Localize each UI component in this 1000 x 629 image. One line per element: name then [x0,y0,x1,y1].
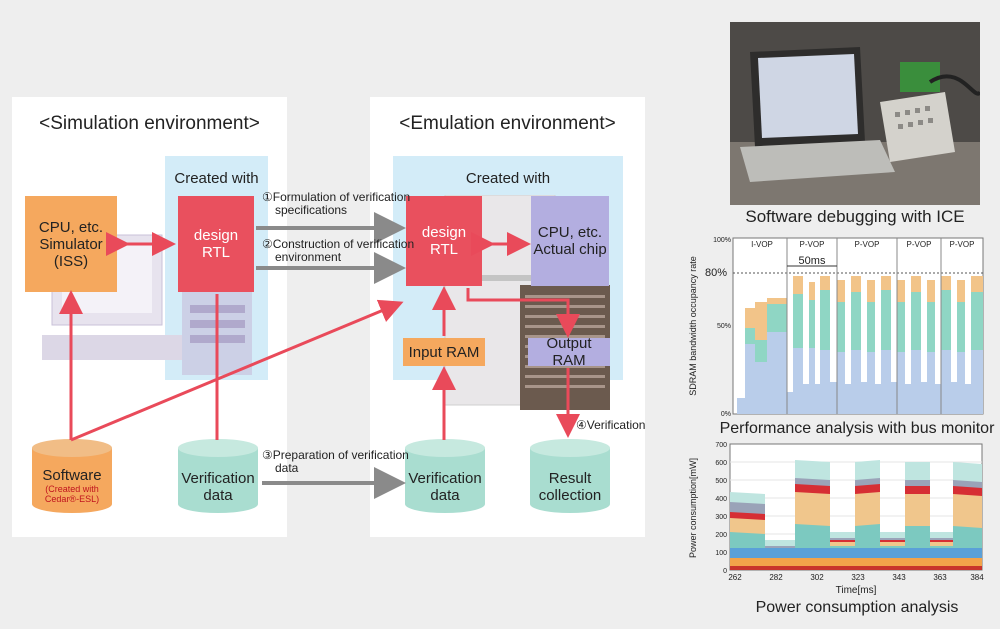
sim-created-with-label: Created with [174,170,259,187]
step3-line-2: data [275,461,299,475]
output-ram-box: Output RAM [528,335,610,369]
power-ytick-500: 500 [715,478,727,485]
emu-created-with-label: Created with [465,170,551,187]
software-to-emu-arrow [70,299,404,442]
photo-caption: Software debugging with ICE [745,207,965,226]
bus-monitor-chart: 50ms 80% 100% 50% 0% I-VOP P-VOP P-VOP P… [688,237,984,418]
power-ytick-400: 400 [715,496,727,503]
bus-chart-fills [733,276,983,414]
emulation-title: <Emulation environment> [399,113,616,134]
bus-50ms-annotation: 50ms [799,255,826,267]
result-collection-cylinder [530,439,610,513]
bus-segment-label-5: P-VOP [950,240,975,249]
cpu-chip-line-2: Actual chip [533,241,607,258]
power-xtick-363: 363 [933,573,947,582]
power-ytick-100: 100 [715,550,727,557]
power-ytick-700: 700 [715,442,727,449]
cpu-simulator-box: CPU, etc. Simulator (ISS) [25,196,117,292]
bus-chart-caption: Performance analysis with bus monitor [719,420,995,437]
software-note-2: Cedar®-ESL) [44,494,100,504]
bus-y-axis-label: SDRAM bandwidth occupancy rate [688,256,698,396]
power-xtick-384: 384 [970,573,984,582]
step3-label: ③Preparation of verification data [262,449,409,475]
rtl-to-output-ram-arrow [466,288,580,338]
cpu-sim-line-1: CPU, etc. [38,218,104,236]
power-xtick-323: 323 [851,573,865,582]
emu-verification-data-cylinder [405,439,485,513]
sim-verification-data-cylinder [178,439,258,513]
sim-verification-line-2: data [203,487,233,504]
step1-line-1: ①Formulation of verification [262,190,411,204]
power-xtick-262: 262 [728,573,742,582]
result-line-2: collection [538,487,602,504]
emu-design-rtl-box: design RTL [406,196,482,286]
emu-rtl-line-1: design [421,224,467,241]
emu-rtl-line-2: RTL [429,241,459,258]
power-stacked-areas [730,460,982,570]
software-note-1: (Created with [45,484,99,494]
sim-verification-line-1: Verification [181,470,255,487]
sim-rtl-line-2: RTL [201,244,231,261]
cpu-sim-line-3: (ISS) [53,252,89,270]
step2-line-1: ②Construction of verification [262,237,415,251]
sim-design-rtl-box: design RTL [178,196,254,292]
bus-ytick-100: 100% [713,237,731,244]
flow-arrows [59,212,580,499]
bus-ytick-50: 50% [717,323,731,330]
cpu-actual-chip-box: CPU, etc. Actual chip [531,196,609,286]
input-ram-box: Input RAM [403,338,485,366]
power-ytick-300: 300 [715,514,727,521]
power-y-axis-label: Power consumption[mW] [688,458,698,558]
verification-step-label: ④Verification [576,418,646,432]
emu-verification-line-1: Verification [408,470,482,487]
power-xtick-282: 282 [769,573,783,582]
cpu-chip-line-1: CPU, etc. [537,224,603,241]
power-ytick-200: 200 [715,532,727,539]
step2-label: ②Construction of verification environmen… [262,238,414,264]
bus-series-top [745,276,983,340]
power-ytick-600: 600 [715,460,727,467]
step3-line-1: ③Preparation of verification [262,448,409,462]
software-label: Software [42,467,102,484]
step1-line-2: specifications [275,203,348,217]
power-chart-caption: Power consumption analysis [755,599,959,616]
power-xtick-302: 302 [810,573,824,582]
bus-segment-label-3: P-VOP [855,240,880,249]
power-consumption-chart: 700 600 500 400 300 200 100 0 262 282 30… [688,442,984,596]
sim-rtl-line-1: design [193,227,239,244]
cpu-sim-line-2: Simulator [39,235,103,253]
power-x-axis-label: Time[ms] [836,585,877,596]
power-xtick-343: 343 [892,573,906,582]
bus-segment-dividers [786,238,942,414]
step1-label: ①Formulation of verification specificati… [262,191,410,217]
bus-ytick-0: 0% [721,411,731,418]
bus-segment-label-4: P-VOP [907,240,932,249]
power-ytick-0: 0 [723,568,727,575]
emu-verification-line-2: data [430,487,460,504]
step2-line-2: environment [275,250,342,264]
bus-segment-label-2: P-VOP [800,240,825,249]
ice-debugging-photo [730,22,980,205]
output-ram-label: Output RAM [546,335,592,369]
power-series-bottom [730,566,982,570]
simulation-title: <Simulation environment> [39,113,260,134]
bus-series-base [733,332,983,414]
bus-80pct-label: 80% [705,267,727,279]
bus-segment-label-1: I-VOP [751,240,773,249]
result-line-1: Result [548,470,592,487]
input-ram-label: Input RAM [408,343,480,361]
software-cylinder [32,439,112,513]
